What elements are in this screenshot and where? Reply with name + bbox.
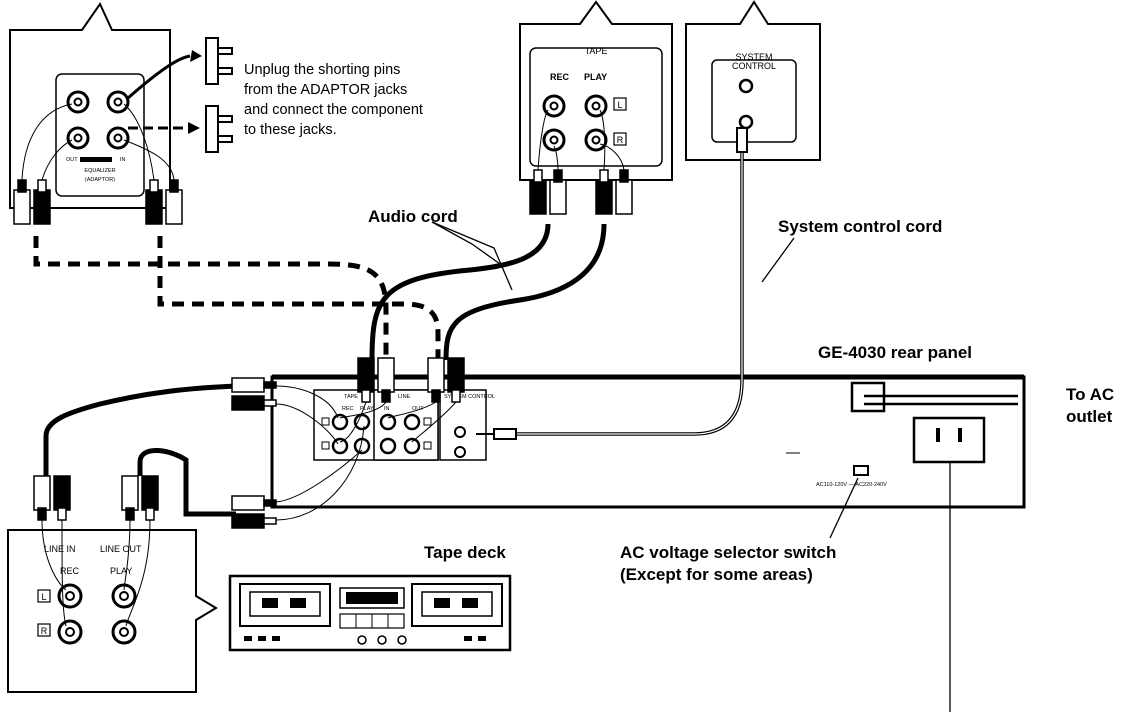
shorting-pin-icon xyxy=(205,37,233,85)
svg-text:from the ADAPTOR jacks: from the ADAPTOR jacks xyxy=(244,82,407,98)
rca-plug xyxy=(595,169,633,215)
svg-text:Unplug the shorting pins: Unplug the shorting pins xyxy=(244,62,400,78)
ac-switch-label-2: (Except for some areas) xyxy=(620,565,813,584)
rca-plug xyxy=(33,475,71,521)
audio-cord-tape xyxy=(369,223,607,361)
svg-text:L: L xyxy=(41,592,46,602)
rca-plug xyxy=(231,495,277,529)
tape-deck-label: Tape deck xyxy=(424,543,506,562)
to-ac-label-1: To AC xyxy=(1066,385,1114,404)
deck-line-in: LINE IN xyxy=(44,544,76,554)
svg-text:IN: IN xyxy=(384,406,390,412)
rca-plug xyxy=(231,377,277,411)
svg-text:LINE: LINE xyxy=(398,394,411,400)
rear-panel-label: GE-4030 rear panel xyxy=(818,343,972,362)
signal-wire xyxy=(21,103,625,627)
eq-in-label: IN xyxy=(120,157,126,163)
system-control-cord xyxy=(476,127,748,440)
svg-text:TAPE: TAPE xyxy=(344,394,358,400)
tape-l-mark: L xyxy=(617,100,622,110)
tape-play-label: PLAY xyxy=(584,72,607,82)
sc-line2: CONTROL xyxy=(732,61,776,71)
shorting-note: Unplug the shorting pins from the ADAPTO… xyxy=(244,62,423,138)
eq-caption-1: EQUALIZER xyxy=(84,168,115,174)
svg-text:and connect the component: and connect the component xyxy=(244,102,423,118)
tape-deck-jack-callout: LINE IN LINE OUT REC PLAY L R xyxy=(7,529,218,693)
audio-cord-equalizer xyxy=(33,236,441,360)
rca-plug xyxy=(357,357,395,403)
deck-play: PLAY xyxy=(110,566,132,576)
tape-deck xyxy=(228,574,512,652)
svg-text:PLAY: PLAY xyxy=(360,406,374,412)
eq-caption-2: (ADAPTOR) xyxy=(85,177,115,183)
ac-switch-label-1: AC voltage selector switch xyxy=(620,543,836,562)
tape-rec-label: REC xyxy=(550,72,570,82)
tape-title: TAPE xyxy=(585,46,608,56)
sc-line1: SYSTEM xyxy=(735,52,772,62)
rca-plug xyxy=(427,357,465,403)
voltage-marking: AC110-120V — AC220-240V xyxy=(816,482,887,488)
svg-text:OUT: OUT xyxy=(412,406,424,412)
svg-text:to these jacks.: to these jacks. xyxy=(244,122,337,138)
equalizer-callout: OUT IN EQUALIZER (ADAPTOR) xyxy=(9,1,202,209)
to-ac-label-2: outlet xyxy=(1066,407,1113,426)
audio-cord-deck xyxy=(43,383,237,517)
svg-text:R: R xyxy=(41,626,48,636)
svg-text:SYSTEM CONTROL: SYSTEM CONTROL xyxy=(444,394,495,400)
deck-rec: REC xyxy=(60,566,80,576)
equalizer-jacks xyxy=(66,90,130,150)
ac-power-cord xyxy=(864,394,1018,406)
eq-out-label: OUT xyxy=(66,157,78,163)
svg-text:REC: REC xyxy=(342,406,354,412)
system-control-cord-label: System control cord xyxy=(778,217,942,236)
deck-line-out: LINE OUT xyxy=(100,544,142,554)
system-control-callout: SYSTEM CONTROL xyxy=(685,0,821,161)
rca-plug xyxy=(121,475,159,521)
leader-lines xyxy=(431,221,951,712)
tape-callout: TAPE REC PLAY L R xyxy=(519,0,673,181)
shorting-pin-icon xyxy=(205,105,233,153)
tape-r-mark: R xyxy=(617,135,624,145)
audio-cord-label: Audio cord xyxy=(368,207,458,226)
rear-panel: TAPE LINE SYSTEM CONTROL REC PLAY IN OUT… xyxy=(270,374,1026,509)
rca-plug xyxy=(529,169,567,215)
